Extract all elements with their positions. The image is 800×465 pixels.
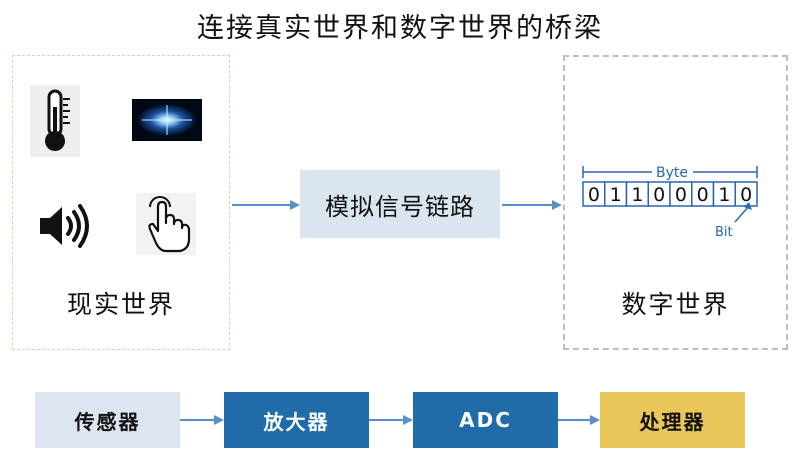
byte-label: Byte bbox=[656, 165, 688, 181]
analog-signal-chain-box: 模拟信号链路 bbox=[300, 170, 500, 238]
digital-world-box bbox=[563, 55, 788, 350]
speaker-icon bbox=[40, 204, 89, 248]
bit-value: 1 bbox=[631, 184, 643, 206]
bit-value: 0 bbox=[675, 184, 687, 206]
bit-value: 1 bbox=[718, 184, 730, 206]
bit-value: 0 bbox=[740, 184, 752, 206]
arrow-flow-3 bbox=[558, 415, 600, 425]
flow-step-amplifier: 放大器 bbox=[224, 392, 369, 448]
arrow-flow-2 bbox=[369, 415, 413, 425]
arrow-real-to-chain bbox=[232, 200, 300, 210]
bit-value: 0 bbox=[653, 184, 665, 206]
flow-step-adc: ADC bbox=[413, 392, 558, 448]
flow-step-sensor: 传感器 bbox=[35, 392, 180, 448]
bit-value: 0 bbox=[697, 184, 709, 206]
touch-hand-icon bbox=[136, 193, 196, 255]
digital-world-label: 数字世界 bbox=[621, 290, 730, 319]
bit-value: 0 bbox=[588, 184, 600, 206]
real-world-label: 现实世界 bbox=[66, 290, 175, 319]
bit-label: Bit bbox=[715, 225, 733, 240]
thermometer-icon bbox=[30, 85, 80, 157]
light-flash-icon bbox=[132, 99, 202, 141]
real-world-box bbox=[12, 55, 230, 350]
arrow-chain-to-digital bbox=[502, 200, 562, 210]
diagram-title: 连接真实世界和数字世界的桥梁 bbox=[197, 13, 603, 44]
arrow-flow-1 bbox=[180, 415, 224, 425]
bit-value: 1 bbox=[610, 184, 622, 206]
flow-step-processor: 处理器 bbox=[600, 392, 745, 448]
